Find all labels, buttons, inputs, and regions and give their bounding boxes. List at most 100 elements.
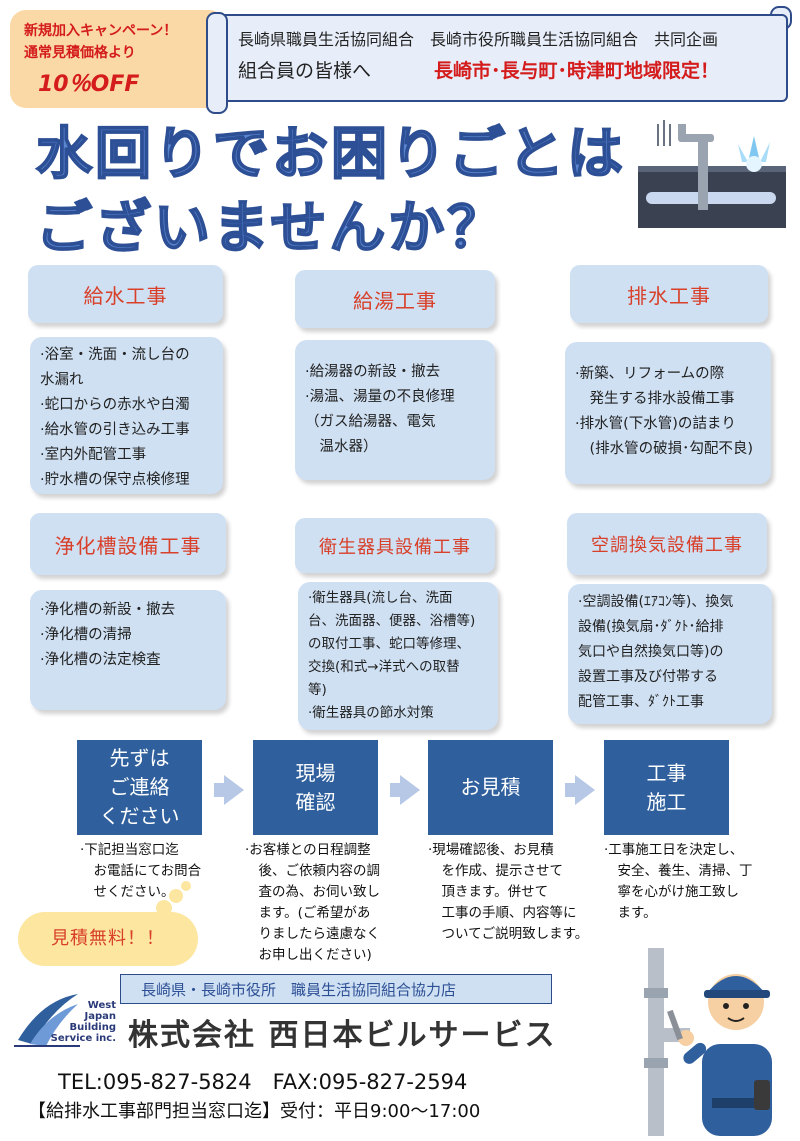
note-line: 査の為、お伺い致し — [245, 884, 380, 900]
note-line: を作成、提示させて — [428, 863, 563, 879]
logo-line: West — [87, 1000, 116, 1011]
arrow-right-icon — [214, 775, 244, 805]
service-title-sanitary: 衛生器具設備工事 — [295, 518, 495, 573]
logo-text: West Japan Building Service inc. — [51, 1000, 117, 1048]
arrow-right-icon — [390, 775, 420, 805]
step-note-contact: ·下記担当窓口迄 お電話にてお問合 せください。 — [80, 840, 201, 903]
worker-illustration — [644, 948, 772, 1136]
note-line: ついてご説明致します。 — [428, 926, 589, 942]
cooperative-names: 長崎県職員生活協同組合 長崎市役所職員生活協同組合 共同企画 — [238, 30, 719, 49]
note-line: ·工事施工日を決定し、 — [604, 842, 744, 858]
step-label-line: ください — [99, 804, 180, 828]
list-item: 交換(和式→洋式への取替 — [308, 659, 460, 675]
note-line: ·お客様との日程調整 — [245, 842, 371, 858]
note-line: お電話にてお問合 — [80, 863, 202, 879]
note-line: ます。(ご希望があ — [245, 905, 371, 921]
free-estimate-cloud: 見積無料！！ — [18, 912, 198, 966]
note-line: 工事の手順、内容等に — [428, 905, 577, 921]
logo-line: Building — [69, 1022, 116, 1033]
list-item: 配管工事、ﾀﾞｸﾄ工事 — [578, 694, 704, 710]
step-label-line: 確認 — [295, 789, 336, 814]
list-item: ·蛇口からの赤水や白濁 — [40, 397, 190, 413]
note-line: ·現場確認後、お見積 — [428, 842, 554, 858]
step-label-line: お見積 — [460, 775, 521, 799]
list-item: ·湯温、湯量の不良修理 — [305, 389, 455, 405]
step-label-line: 現場 — [295, 760, 336, 785]
list-item: 温水器） — [305, 439, 378, 455]
list-item: ·新築、リフォームの際 — [575, 366, 725, 382]
arrow-right-icon — [565, 775, 595, 805]
list-item: ·給水管の引き込み工事 — [40, 422, 190, 438]
step-label-line: ご連絡 — [109, 775, 170, 799]
company-logo-icon — [14, 994, 80, 1047]
company-name: 株式会社 西日本ビルサービス — [128, 1018, 557, 1053]
step-contact: 先ずは ご連絡 ください — [77, 740, 202, 835]
header-scroll: 長崎県職員生活協同組合 長崎市役所職員生活協同組合 共同企画 組合員の皆様へ 長… — [216, 14, 788, 102]
step-note-site-survey: ·お客様との日程調整 後、ご依頼内容の調 査の為、お伺い致し ます。(ご希望があ… — [245, 840, 380, 966]
partner-bar: 長崎県・長崎市役所 職員生活協同組合協力店 — [120, 974, 552, 1004]
step-label-line: 施工 — [646, 789, 687, 814]
note-line: 頂きます。併せて — [428, 884, 549, 900]
service-detail-water-supply: ·浴室・洗面・流し台の 水漏れ ·蛇口からの赤水や白濁 ·給水管の引き込み工事 … — [30, 337, 223, 494]
note-line: 後、ご依頼内容の調 — [245, 863, 380, 879]
note-line: せください。 — [80, 884, 175, 900]
list-item: ·給湯器の新設・撤去 — [305, 364, 441, 380]
service-title-septic: 浄化槽設備工事 — [30, 513, 226, 575]
list-item: 水漏れ — [40, 372, 84, 388]
list-item: ·衛生器具(流し台、洗面 — [308, 590, 453, 606]
contact-hours: 【給排水工事部門担当窓口迄】受付：平日9:00～17:00 — [28, 1101, 481, 1122]
list-item: 設備(換気扇･ﾀﾞｸﾄ･給排 — [578, 619, 724, 635]
greeting: 組合員の皆様へ — [238, 60, 372, 82]
list-item: の取付工事、蛇口等修理、 — [308, 636, 470, 652]
list-item: （ガス給湯器、電気 — [305, 414, 436, 430]
list-item: ·空調設備(ｴｱｺﾝ等)、換気 — [578, 594, 734, 610]
headline-line-1: 水回りでお困りごとは — [35, 121, 626, 188]
campaign-discount: 10％OFF — [38, 72, 140, 97]
service-detail-hot-water: ·給湯器の新設・撤去 ·湯温、湯量の不良修理 （ガス給湯器、電気 温水器） — [295, 340, 495, 480]
note-line: 寧を心がけ施工致し — [604, 884, 739, 900]
note-line: ·下記担当窓口迄 — [80, 842, 179, 858]
step-construction: 工事 施工 — [604, 740, 729, 835]
region-limit: 長崎市･長与町･時津町地域限定！ — [434, 60, 720, 82]
campaign-line-1: 新規加入キャンペーン！ — [24, 23, 178, 39]
step-estimate: お見積 — [428, 740, 553, 835]
list-item: 設置工事及び付帯する — [578, 669, 718, 685]
service-detail-septic: ·浄化槽の新設・撤去 ·浄化槽の清掃 ·浄化槽の法定検査 — [30, 590, 226, 710]
campaign-line-2: 通常見積価格より — [24, 45, 136, 61]
list-item: 台、洗面器、便器、浴槽等) — [308, 613, 476, 629]
list-item: 等) — [308, 682, 327, 698]
note-line: お申し出ください) — [245, 947, 372, 963]
note-line: りましたら遠慮なく — [245, 926, 380, 942]
list-item: 気口や自然換気口等)の — [578, 644, 724, 660]
scroll-roll-left — [206, 12, 228, 114]
leaking-pipe-illustration — [638, 120, 786, 228]
logo-line: Japan — [84, 1011, 117, 1022]
step-site-survey: 現場 確認 — [253, 740, 378, 835]
note-line: 安全、養生、清掃、丁 — [604, 863, 753, 879]
list-item: ·浄化槽の法定検査 — [40, 652, 161, 668]
list-item: ·浴室・洗面・流し台の — [40, 347, 190, 363]
service-title-hot-water: 給湯工事 — [295, 270, 495, 328]
service-title-drainage: 排水工事 — [570, 265, 768, 323]
list-item: ·浄化槽の新設・撤去 — [40, 602, 176, 618]
list-item: ·貯水槽の保守点検修理 — [40, 472, 190, 488]
step-note-construction: ·工事施工日を決定し、 安全、養生、清掃、丁 寧を心がけ施工致し ます。 — [604, 840, 753, 924]
service-title-hvac: 空調換気設備工事 — [567, 513, 767, 575]
thought-bubble-icon — [156, 881, 191, 916]
service-title-water-supply: 給水工事 — [28, 265, 223, 323]
service-detail-hvac: ·空調設備(ｴｱｺﾝ等)、換気 設備(換気扇･ﾀﾞｸﾄ･給排 気口や自然換気口等… — [568, 584, 772, 724]
headline: 水回りでお困りごとは ございませんか？ — [35, 118, 626, 266]
step-label-line: 工事 — [646, 760, 687, 785]
note-line: ます。 — [604, 905, 657, 921]
phone-fax: TEL:095-827-5824 FAX:095-827-2594 — [58, 1070, 468, 1094]
list-item: ·排水管(下水管)の詰まり — [575, 416, 736, 432]
headline-line-2: ございませんか？ — [35, 195, 507, 262]
campaign-badge: 新規加入キャンペーン！ 通常見積価格より 10％OFF — [10, 10, 225, 108]
free-estimate-label: 見積無料！！ — [51, 928, 165, 949]
service-detail-drainage: ·新築、リフォームの際 発生する排水設備工事 ·排水管(下水管)の詰まり (排水… — [565, 342, 771, 484]
step-label-line: 先ずは — [109, 746, 170, 770]
list-item: 発生する排水設備工事 — [575, 391, 735, 407]
step-note-estimate: ·現場確認後、お見積 を作成、提示させて 頂きます。併せて 工事の手順、内容等に… — [428, 840, 588, 945]
list-item: (排水管の破損･勾配不良) — [575, 441, 754, 457]
